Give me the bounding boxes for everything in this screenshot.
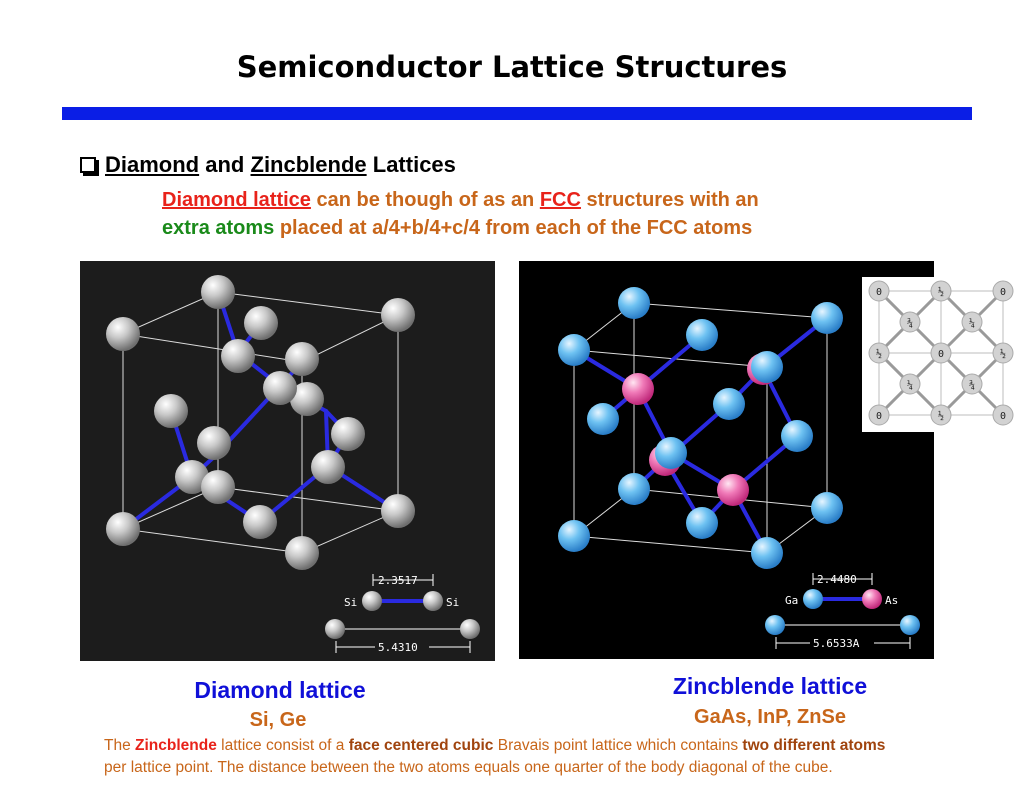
proj-label: ¾	[907, 317, 913, 329]
zincblende-bond-length: 2.4480	[817, 573, 857, 586]
proj-label: ¼	[907, 379, 913, 391]
diamond-caption: Diamond lattice	[194, 677, 366, 703]
desc-extra-atoms: extra atoms	[162, 217, 275, 239]
desc-text-1: can be though of as an	[316, 189, 535, 211]
proj-label: 0	[1000, 411, 1006, 422]
zincblende-caption-materials: GaAs, InP, ZnSe	[694, 706, 846, 728]
footer-text: The	[104, 737, 131, 754]
page-title: Semiconductor Lattice Structures	[236, 50, 788, 84]
lattice-projection-image: 0 ½ 0 ¾ ¼ ½ 0 ½ ¼ ¾ 0 ½ 0	[862, 277, 1024, 432]
zincblende-caption: Zincblende lattice	[672, 673, 868, 699]
proj-label: ¼	[969, 317, 975, 329]
heading-and: and	[205, 152, 245, 177]
heading-zincblende: Zincblende	[250, 152, 367, 177]
proj-label: ¾	[969, 379, 975, 391]
heading-diamond: Diamond	[105, 152, 200, 177]
proj-label: ½	[1000, 348, 1006, 360]
proj-label: ½	[938, 286, 944, 298]
description: Diamond lattice can be though of as an F…	[162, 186, 759, 242]
diamond-lattice-image: 2.3517 Si Si 5.4310	[80, 261, 495, 661]
diamond-caption-materials: Si, Ge	[249, 709, 307, 731]
description-line-2: extra atoms placed at a/4+b/4+c/4 from e…	[162, 214, 759, 242]
desc-text-3: placed at a/4+b/4+c/4 from each of the F…	[279, 217, 753, 239]
zincblende-atom-left-label: Ga	[785, 594, 798, 607]
diamond-bond-legend: 2.3517 Si Si 5.4310	[325, 574, 480, 654]
diamond-bond-length: 2.3517	[378, 574, 418, 587]
proj-label: 0	[938, 349, 944, 360]
footer-text: Bravais point lattice which contains	[497, 737, 739, 754]
proj-label: ½	[938, 410, 944, 422]
title-underline-bar	[62, 107, 972, 120]
diamond-atom-left-label: Si	[344, 596, 357, 609]
proj-label: 0	[876, 411, 882, 422]
proj-label: 0	[876, 287, 882, 298]
footer-fcc: face centered cubic	[348, 737, 494, 754]
diamond-lattice-constant: 5.4310	[378, 641, 418, 654]
desc-diamond-lattice: Diamond lattice	[162, 189, 311, 211]
diamond-atom-right-label: Si	[446, 596, 459, 609]
zincblende-lattice-constant: 5.6533A	[813, 637, 860, 650]
zincblende-bond-legend: 2.4480 Ga As 5.6533A	[765, 573, 920, 650]
footer-text: lattice consist of a	[221, 737, 345, 754]
section-heading: Diamond and Zincblende Lattices	[80, 152, 456, 178]
checkbox-bullet-icon	[80, 157, 96, 173]
footer-zincblende: Zincblende	[135, 737, 217, 754]
description-line-1: Diamond lattice can be though of as an F…	[162, 186, 759, 214]
desc-fcc: FCC	[539, 189, 581, 211]
desc-text-2: structures with an	[586, 189, 759, 211]
zincblende-atom-right-label: As	[885, 594, 898, 607]
footer-paragraph: The Zincblende lattice consist of a face…	[104, 735, 904, 779]
footer-text: per lattice point. The distance between …	[104, 759, 833, 776]
footer-two-atoms: two different atoms	[742, 737, 886, 754]
proj-label: ½	[876, 348, 882, 360]
proj-label: 0	[1000, 287, 1006, 298]
heading-lattices: Lattices	[372, 152, 456, 177]
